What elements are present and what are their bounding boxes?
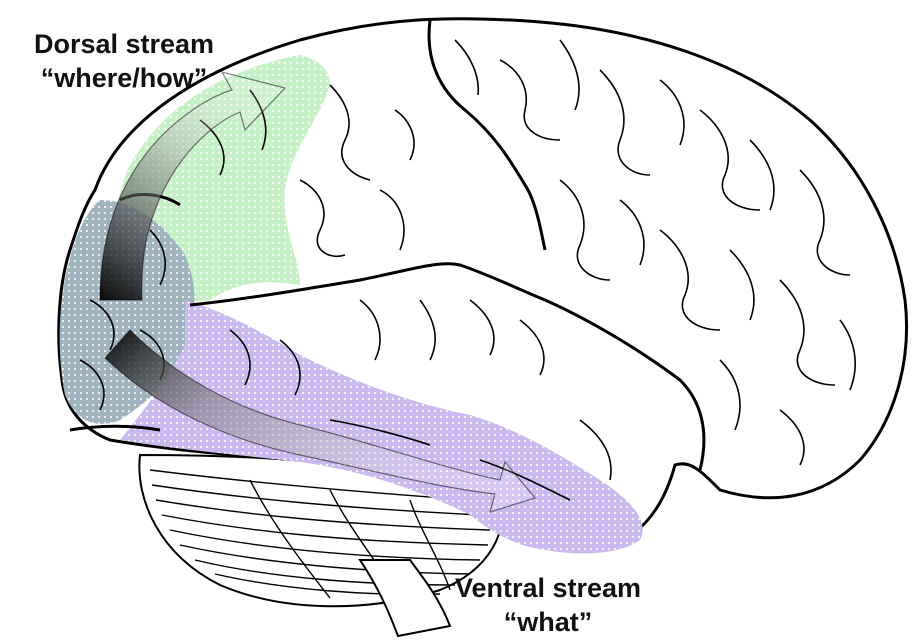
ventral-stream-quote: “what” [418,606,678,640]
dorsal-stream-quote: “where/how” [4,62,244,96]
dorsal-stream-label: Dorsal stream “where/how” [4,28,244,96]
ventral-stream-label: Ventral stream “what” [418,572,678,640]
dorsal-stream-name: Dorsal stream [4,28,244,62]
ventral-stream-name: Ventral stream [418,572,678,606]
